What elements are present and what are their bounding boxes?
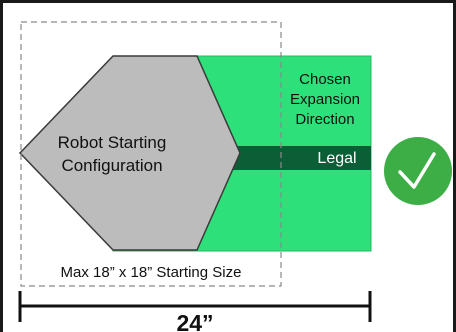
expansion-label-line-1: Chosen [299, 71, 351, 88]
robot-label-line-2: Configuration [61, 156, 162, 175]
legal-label: Legal [317, 150, 356, 167]
robot-hexagon [18, 55, 241, 251]
starting-size-box [20, 21, 282, 287]
robot-label-line-1: Robot Starting [58, 133, 167, 152]
expansion-label-line-3: Direction [295, 111, 354, 128]
dimension-label: 24” [176, 310, 213, 332]
dimension-line [18, 291, 372, 322]
expansion-label-line-2: Expansion [290, 91, 360, 108]
max-size-label: Max 18” x 18” Starting Size [61, 264, 242, 281]
checkmark-circle-icon [384, 137, 452, 205]
